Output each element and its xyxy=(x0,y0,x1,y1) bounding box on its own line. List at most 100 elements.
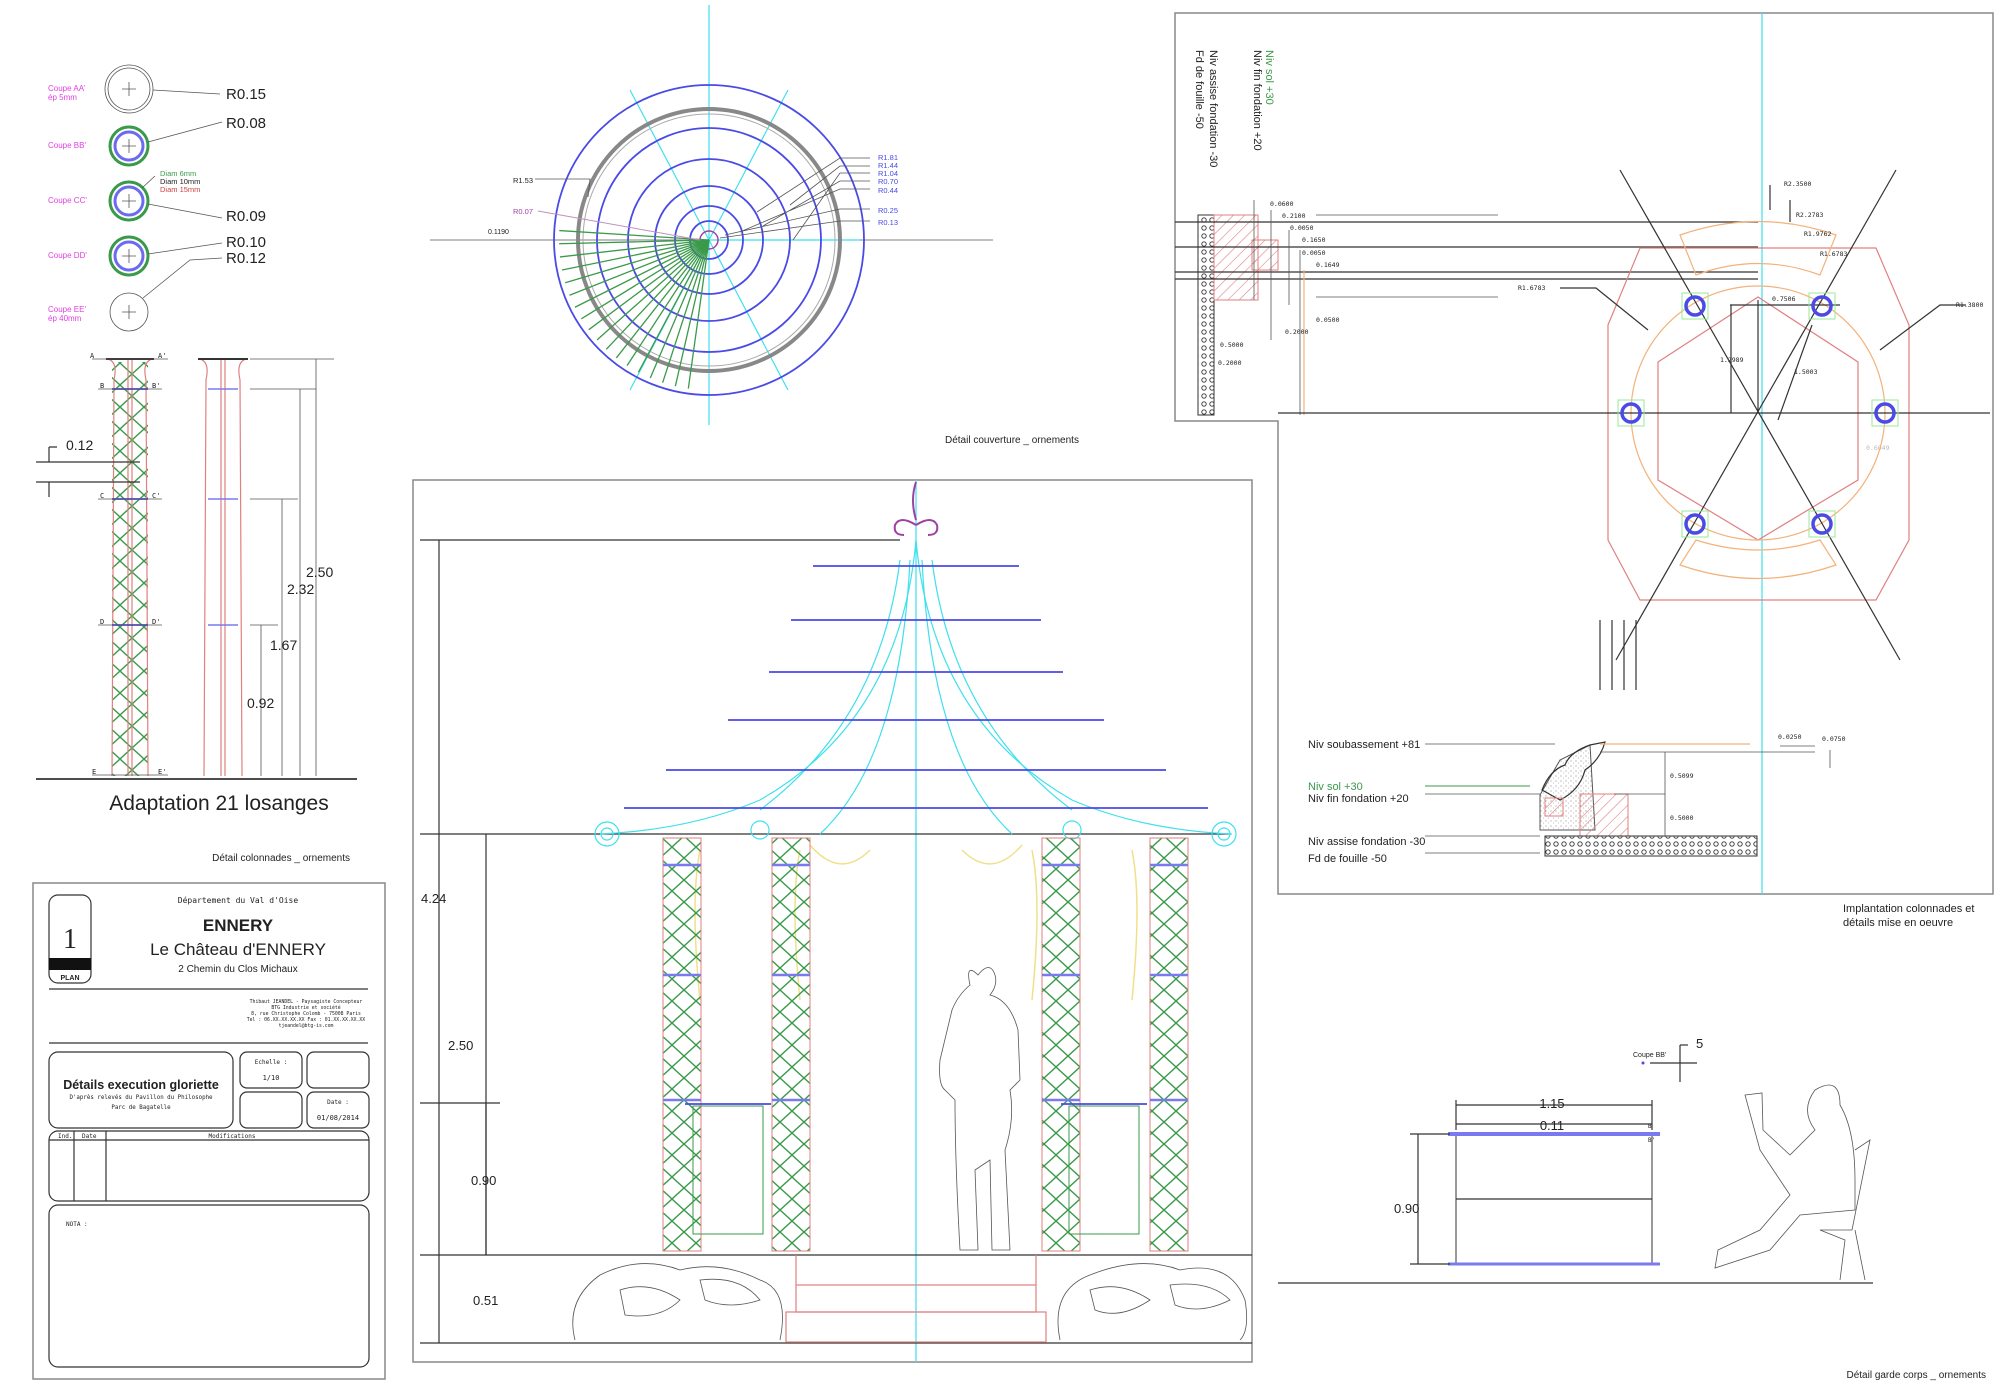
plan-label: PLAN xyxy=(60,975,79,982)
section-label: ép 40mm xyxy=(48,314,82,323)
column-header: Modifications xyxy=(209,1133,256,1140)
dim-label: 0.2000 xyxy=(1218,359,1242,367)
dim-label: 0.0500 xyxy=(1316,316,1340,324)
author-line: Tel : 06.XX.XX.XX.XX Fax : 01.XX.XX.XX.X… xyxy=(247,1017,366,1023)
column-base xyxy=(1681,510,1709,538)
level-label: Niv soubassement +81 xyxy=(1308,739,1420,751)
marker: D' xyxy=(152,618,160,626)
railing-detail: 1.15 0.11 0.90 Coupe BB' 5 B B' Détail g… xyxy=(1278,1036,1986,1381)
drawing-subtitle: D'après relevés du Pavillon du Philosoph… xyxy=(69,1094,213,1101)
column-layout-plan: R2.3500 R2.2783 R1.9762 R1.6783 R1.6783 … xyxy=(1278,169,1990,690)
radius-label: R1.04 xyxy=(878,169,898,178)
rafter-line xyxy=(649,239,710,379)
radius-label: R0.08 xyxy=(226,115,266,132)
dim-label: 0.6049 xyxy=(1866,444,1890,452)
rockery xyxy=(572,1263,1248,1341)
roof xyxy=(594,481,1237,1001)
section-label: Coupe BB' xyxy=(48,141,86,150)
diameter-label: Diam 10mm xyxy=(160,177,200,186)
level-label: Niv fin fondation +20 xyxy=(1251,50,1263,151)
dim-label: 2.50 xyxy=(306,564,333,580)
rafter-line xyxy=(569,239,710,296)
section-label: Coupe BB' xyxy=(1633,1052,1666,1059)
radius-label: R1.44 xyxy=(878,161,898,170)
marker: A xyxy=(90,352,95,360)
column-plan-icon xyxy=(1811,295,1833,317)
column-base xyxy=(1808,510,1836,538)
column-plan-icon xyxy=(1684,295,1706,317)
rafter-line xyxy=(565,239,710,284)
modifications-table xyxy=(48,1130,370,1202)
marker: A' xyxy=(158,352,166,360)
rafter-line xyxy=(674,239,710,387)
section-label: Coupe CC' xyxy=(48,196,87,205)
column-base xyxy=(1681,292,1709,320)
dim-label: 1.5003 xyxy=(1794,368,1818,376)
radius-label: R2.3500 xyxy=(1784,180,1811,188)
dim-label: 0.5000 xyxy=(1220,341,1244,349)
dim-label: 0.12 xyxy=(66,437,93,453)
section-label: Coupe AA' xyxy=(48,84,86,93)
dim-label: 0.1649 xyxy=(1316,261,1340,269)
column-plan-icon xyxy=(1874,402,1896,424)
drawing-subtitle: Parc de Bagatelle xyxy=(111,1105,171,1111)
railing-caption: Détail garde corps _ ornements xyxy=(1846,1370,1986,1381)
rafter-line xyxy=(581,239,710,320)
diameter-label: Diam 6mm xyxy=(160,169,196,178)
level-label: Niv assise fondation -30 xyxy=(1308,836,1425,848)
radius-label: R0.10 xyxy=(226,234,266,251)
section-dd xyxy=(108,235,150,277)
level-label: Niv fin fondation +20 xyxy=(1308,793,1409,805)
column-sections: Coupe AA' ép 5mm Coupe BB' Coupe CC' Cou… xyxy=(48,64,266,332)
dim-label: 0.51 xyxy=(473,1293,498,1308)
scale-label: Echelle : xyxy=(255,1059,288,1066)
column-base xyxy=(1871,399,1899,427)
address: 2 Chemin du Clos Michaux xyxy=(178,964,298,975)
dim-label: 0.0750 xyxy=(1822,735,1846,743)
dim-label: 2.32 xyxy=(287,581,314,597)
level-label: Niv sol +30 xyxy=(1263,50,1275,105)
dim-label: 0.90 xyxy=(1394,1201,1419,1216)
lattice-column xyxy=(771,837,811,1252)
rafter-line xyxy=(605,239,710,350)
level-label: Niv sol +30 xyxy=(1308,781,1363,793)
radius-label: R1.3800 xyxy=(1956,301,1983,309)
title-block: 1 PLAN Département du Val d'Oise ENNERY … xyxy=(32,882,386,1380)
colonnade-title: Adaptation 21 losanges xyxy=(109,792,329,815)
column-plan-icon xyxy=(1684,513,1706,535)
marker: D xyxy=(100,618,104,626)
section-cc xyxy=(108,180,150,222)
dim-label: 4.24 xyxy=(421,891,446,906)
department: Département du Val d'Oise xyxy=(178,895,299,905)
dim-label: 2.50 xyxy=(448,1038,473,1053)
roof-caption: Détail couverture _ ornements xyxy=(945,435,1079,446)
marker: B' xyxy=(152,382,160,390)
rafter-lines xyxy=(559,229,710,389)
radius-label: R0.70 xyxy=(878,177,898,186)
rafter-line xyxy=(588,239,710,331)
dim-label: 0.7506 xyxy=(1772,295,1796,303)
railing-panel xyxy=(692,1105,764,1235)
rafter-line xyxy=(574,239,710,308)
radius-label: R0.15 xyxy=(226,86,266,103)
rafter-line xyxy=(687,239,710,389)
rafter-line xyxy=(561,239,710,271)
column-header: Ind. xyxy=(58,1133,72,1140)
nota-label: NOTA : xyxy=(66,1221,88,1228)
dim-label: 1.67 xyxy=(270,637,297,653)
rafter-line xyxy=(559,229,710,241)
dim-label: 0.1650 xyxy=(1302,236,1326,244)
marker: C' xyxy=(152,492,160,500)
radius-label: R0.25 xyxy=(878,206,898,215)
nota-box xyxy=(48,1204,370,1368)
seated-reader-figure xyxy=(1714,1084,1871,1281)
dim-label: 0.0600 xyxy=(1270,200,1294,208)
marker: B xyxy=(1648,1123,1652,1130)
railing-panel xyxy=(1068,1105,1140,1235)
column-base xyxy=(1808,292,1836,320)
column-plan-icon xyxy=(1620,402,1642,424)
dim-label: 0.1190 xyxy=(488,229,509,236)
radius-label: R0.07 xyxy=(513,207,533,216)
column-header: Date xyxy=(82,1133,97,1140)
